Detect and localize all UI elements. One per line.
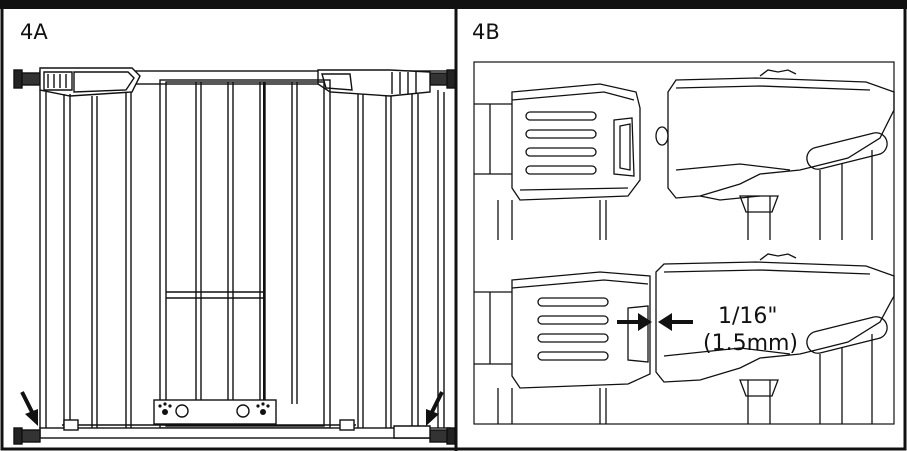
gap-arrow-left-icon [658, 313, 693, 331]
paw-print-icon [256, 402, 270, 415]
arrow-down-left-icon [20, 391, 38, 426]
top-border [0, 0, 907, 9]
detail-before [474, 69, 895, 240]
detail-after [474, 253, 895, 424]
gate-illustration [13, 67, 456, 445]
panel-label-4a: 4A [20, 20, 48, 44]
paw-print-icon [158, 402, 172, 415]
panel-label-4b: 4B [472, 20, 500, 44]
detail-frame [473, 61, 895, 425]
gap-arrow-right-icon [617, 313, 652, 331]
arrow-down-right-icon [426, 391, 444, 426]
gap-measurement-mm: (1.5mm) [703, 331, 799, 356]
gap-measurement-inches: 1/16" [718, 304, 778, 329]
